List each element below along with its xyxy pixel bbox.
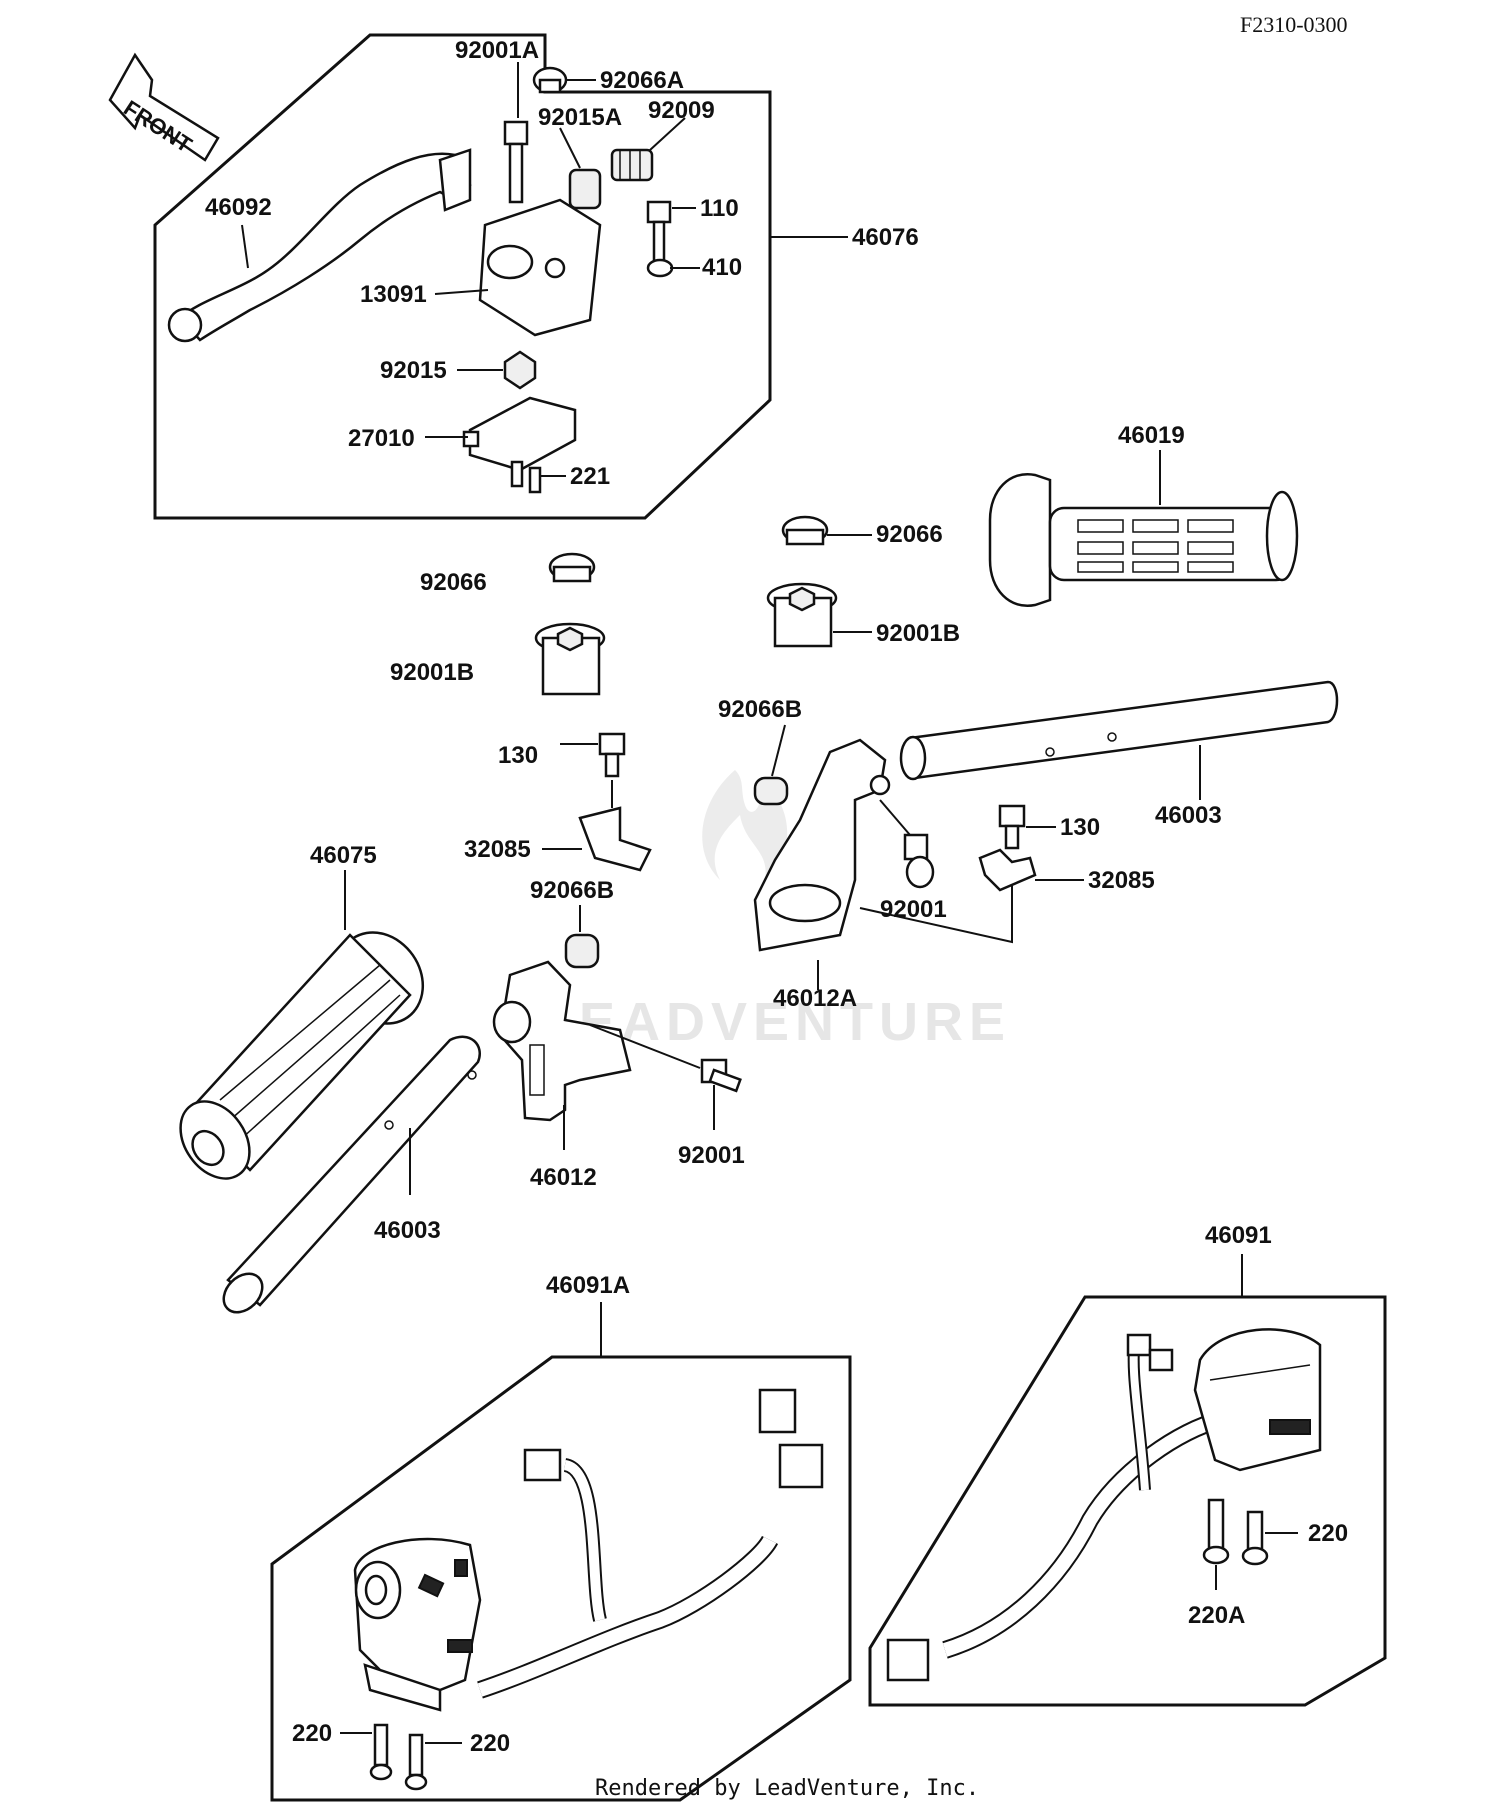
label-32085-right: 32085 xyxy=(1088,867,1155,894)
tube-46003-left xyxy=(222,1035,481,1314)
label-410: 410 xyxy=(702,254,742,281)
label-46076: 46076 xyxy=(852,224,919,251)
label-92015A: 92015A xyxy=(538,104,622,131)
cap-92066B-left xyxy=(564,933,600,969)
clutch-lever-46092 xyxy=(167,148,472,343)
label-130-right: 130 xyxy=(1060,814,1100,841)
assembly-frame-46076 xyxy=(153,33,772,520)
bolt-92001A xyxy=(503,120,529,204)
screws-220-right xyxy=(1202,1498,1269,1566)
bracket-46012A xyxy=(753,738,891,952)
label-92001A: 92001A xyxy=(455,37,539,64)
label-92066-right: 92066 xyxy=(876,521,943,548)
label-92015: 92015 xyxy=(380,357,447,384)
grip-46075 xyxy=(179,931,425,1180)
switch-27010 xyxy=(462,396,577,472)
cap-92066-right xyxy=(781,515,829,546)
leader-lines-mid-left xyxy=(344,870,715,1195)
label-92066-left: 92066 xyxy=(420,569,487,596)
leader-lines-bottom-right xyxy=(1215,1254,1298,1590)
label-13091: 13091 xyxy=(360,281,427,308)
footer-credit: Rendered by LeadVenture, Inc. xyxy=(595,1776,979,1801)
cap-92066-left xyxy=(548,552,596,583)
label-220A: 220A xyxy=(1188,1602,1245,1629)
adjuster-bolt-92009 xyxy=(610,148,654,182)
bolt-92001B-right xyxy=(766,582,838,648)
lever-holder-13091 xyxy=(478,198,602,337)
clamp-32085-right xyxy=(978,848,1037,892)
label-46075: 46075 xyxy=(310,842,377,869)
washer-410 xyxy=(646,258,674,278)
label-46003-left: 46003 xyxy=(374,1217,441,1244)
label-92009: 92009 xyxy=(648,97,715,124)
label-220-left-2: 220 xyxy=(470,1730,510,1757)
bolt-92001-right xyxy=(903,833,935,889)
assembly-frame-46091 xyxy=(868,1295,1387,1707)
label-92001B-right: 92001B xyxy=(876,620,960,647)
label-92001-left: 92001 xyxy=(678,1142,745,1169)
label-27010: 27010 xyxy=(348,425,415,452)
label-46091: 46091 xyxy=(1205,1222,1272,1249)
tube-46003-right xyxy=(899,680,1339,781)
leader-lines-bottom-left xyxy=(340,1302,602,1744)
label-46012A: 46012A xyxy=(773,985,857,1012)
screws-220-left xyxy=(369,1723,428,1791)
label-46091A: 46091A xyxy=(546,1272,630,1299)
switch-assy-46091A xyxy=(353,1388,824,1712)
label-92066B-right: 92066B xyxy=(718,696,802,723)
grip-46019 xyxy=(988,472,1299,608)
front-arrow-icon: FRONT xyxy=(108,52,220,162)
label-92001B-left: 92001B xyxy=(390,659,474,686)
bolt-92001-left xyxy=(700,1058,742,1093)
bolt-130-right xyxy=(998,804,1026,850)
label-130-left: 130 xyxy=(498,742,538,769)
label-220-left-1: 220 xyxy=(292,1720,332,1747)
diagram-code: F2310-0300 xyxy=(1240,12,1348,37)
bracket-46012 xyxy=(492,960,632,1122)
screws-221 xyxy=(510,460,542,494)
label-92066B-left: 92066B xyxy=(530,877,614,904)
assembly-frame-46091A xyxy=(270,1355,852,1802)
label-46019: 46019 xyxy=(1118,422,1185,449)
adjuster-92015A xyxy=(568,168,602,210)
label-220-right: 220 xyxy=(1308,1520,1348,1547)
label-221: 221 xyxy=(570,463,610,490)
bolt-130-left xyxy=(598,732,626,778)
label-92066A: 92066A xyxy=(600,67,684,94)
label-92001-right: 92001 xyxy=(880,896,947,923)
cap-92066B-right xyxy=(753,776,789,806)
leader-lines-top xyxy=(241,62,848,477)
label-46012: 46012 xyxy=(530,1164,597,1191)
bolt-92001B-left xyxy=(534,622,606,696)
label-46003-right: 46003 xyxy=(1155,802,1222,829)
label-46092: 46092 xyxy=(205,194,272,221)
nut-92015 xyxy=(503,350,537,390)
part-labels: 92001A 92066A 92015A 92009 46092 110 460… xyxy=(205,37,1348,1757)
clamp-32085-left xyxy=(578,806,652,872)
cap-92066A xyxy=(532,66,568,94)
label-110: 110 xyxy=(700,195,739,222)
leader-lines-mid-right xyxy=(542,450,1201,990)
bolt-110 xyxy=(646,200,672,264)
switch-assy-46091 xyxy=(886,1328,1322,1682)
label-32085-left: 32085 xyxy=(464,836,531,863)
